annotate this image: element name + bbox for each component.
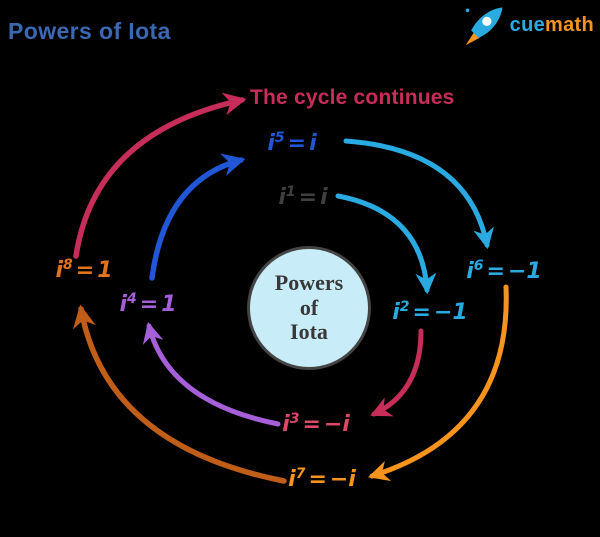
power-value: 1: [161, 292, 177, 318]
cycle-continues-text: The cycle continues: [250, 86, 455, 109]
center-circle: Powers of Iota: [247, 246, 371, 370]
iota-exponent: 8: [63, 256, 73, 273]
arrow-i6-to-i7: [367, 284, 509, 481]
equals-sign: =: [287, 131, 307, 157]
power-value: −1: [433, 300, 468, 326]
iota-exponent: 4: [127, 290, 137, 307]
center-circle-line: Powers: [274, 270, 344, 296]
center-circle-line: Iota: [290, 319, 328, 345]
logo-text-cue: cue: [509, 13, 546, 36]
equals-sign: =: [486, 259, 505, 285]
arrow-i4-to-i5: [149, 153, 246, 281]
logo-text-math: math: [545, 13, 594, 36]
label-i3-equals-minus-i: i3=−i: [282, 412, 350, 436]
iota-base: i: [267, 131, 275, 157]
cuemath-logo: cuemath: [462, 2, 594, 48]
equals-sign: =: [308, 467, 327, 493]
iota-exponent: 5: [274, 129, 285, 146]
iota-base: i: [282, 412, 290, 438]
equals-sign: =: [298, 185, 318, 211]
equals-sign: =: [75, 258, 95, 284]
label-i1-equals-i: i1=i: [278, 185, 327, 209]
iota-base: i: [288, 467, 296, 493]
arrow-i5-to-i6: [343, 138, 494, 250]
iota-exponent: 6: [473, 257, 484, 274]
iota-exponent: 1: [285, 183, 296, 200]
rocket-icon: [465, 7, 503, 46]
power-value: i: [320, 185, 328, 211]
label-i5-equals-i: i5=i: [267, 131, 316, 155]
equals-sign: =: [412, 300, 431, 326]
arrow-i2-to-i3: [370, 328, 424, 417]
iota-base: i: [392, 300, 400, 326]
power-value: −1: [507, 259, 542, 285]
iota-base: i: [55, 258, 64, 284]
power-value: −i: [323, 412, 350, 438]
power-value: i: [309, 131, 317, 157]
label-i6-equals-minus-1: i6=−1: [466, 259, 541, 283]
iota-base: i: [278, 185, 286, 211]
logo-text: cuemath: [510, 14, 594, 37]
equals-sign: =: [302, 412, 321, 438]
iota-base: i: [466, 259, 474, 285]
iota-exponent: 3: [289, 410, 300, 427]
label-i4-equals-1: i4=1: [119, 292, 176, 316]
arrow-i1-to-i2: [335, 193, 437, 295]
center-circle-line: of: [299, 294, 319, 320]
power-value: −i: [329, 467, 356, 493]
equals-sign: =: [139, 292, 159, 318]
arrow-i7-to-i8: [72, 304, 287, 484]
label-i2-equals-minus-1: i2=−1: [392, 300, 467, 324]
arrow-i8-to-cycle-continues: [73, 92, 247, 259]
page-title: Powers of Iota: [8, 18, 171, 44]
arrow-i3-to-i4: [142, 321, 281, 427]
iota-exponent: 7: [295, 465, 306, 482]
power-value: 1: [97, 258, 113, 284]
iota-base: i: [119, 292, 128, 318]
label-i8-equals-1: i8=1: [55, 258, 112, 282]
iota-exponent: 2: [399, 298, 410, 315]
label-i7-equals-minus-i: i7=−i: [288, 467, 356, 491]
